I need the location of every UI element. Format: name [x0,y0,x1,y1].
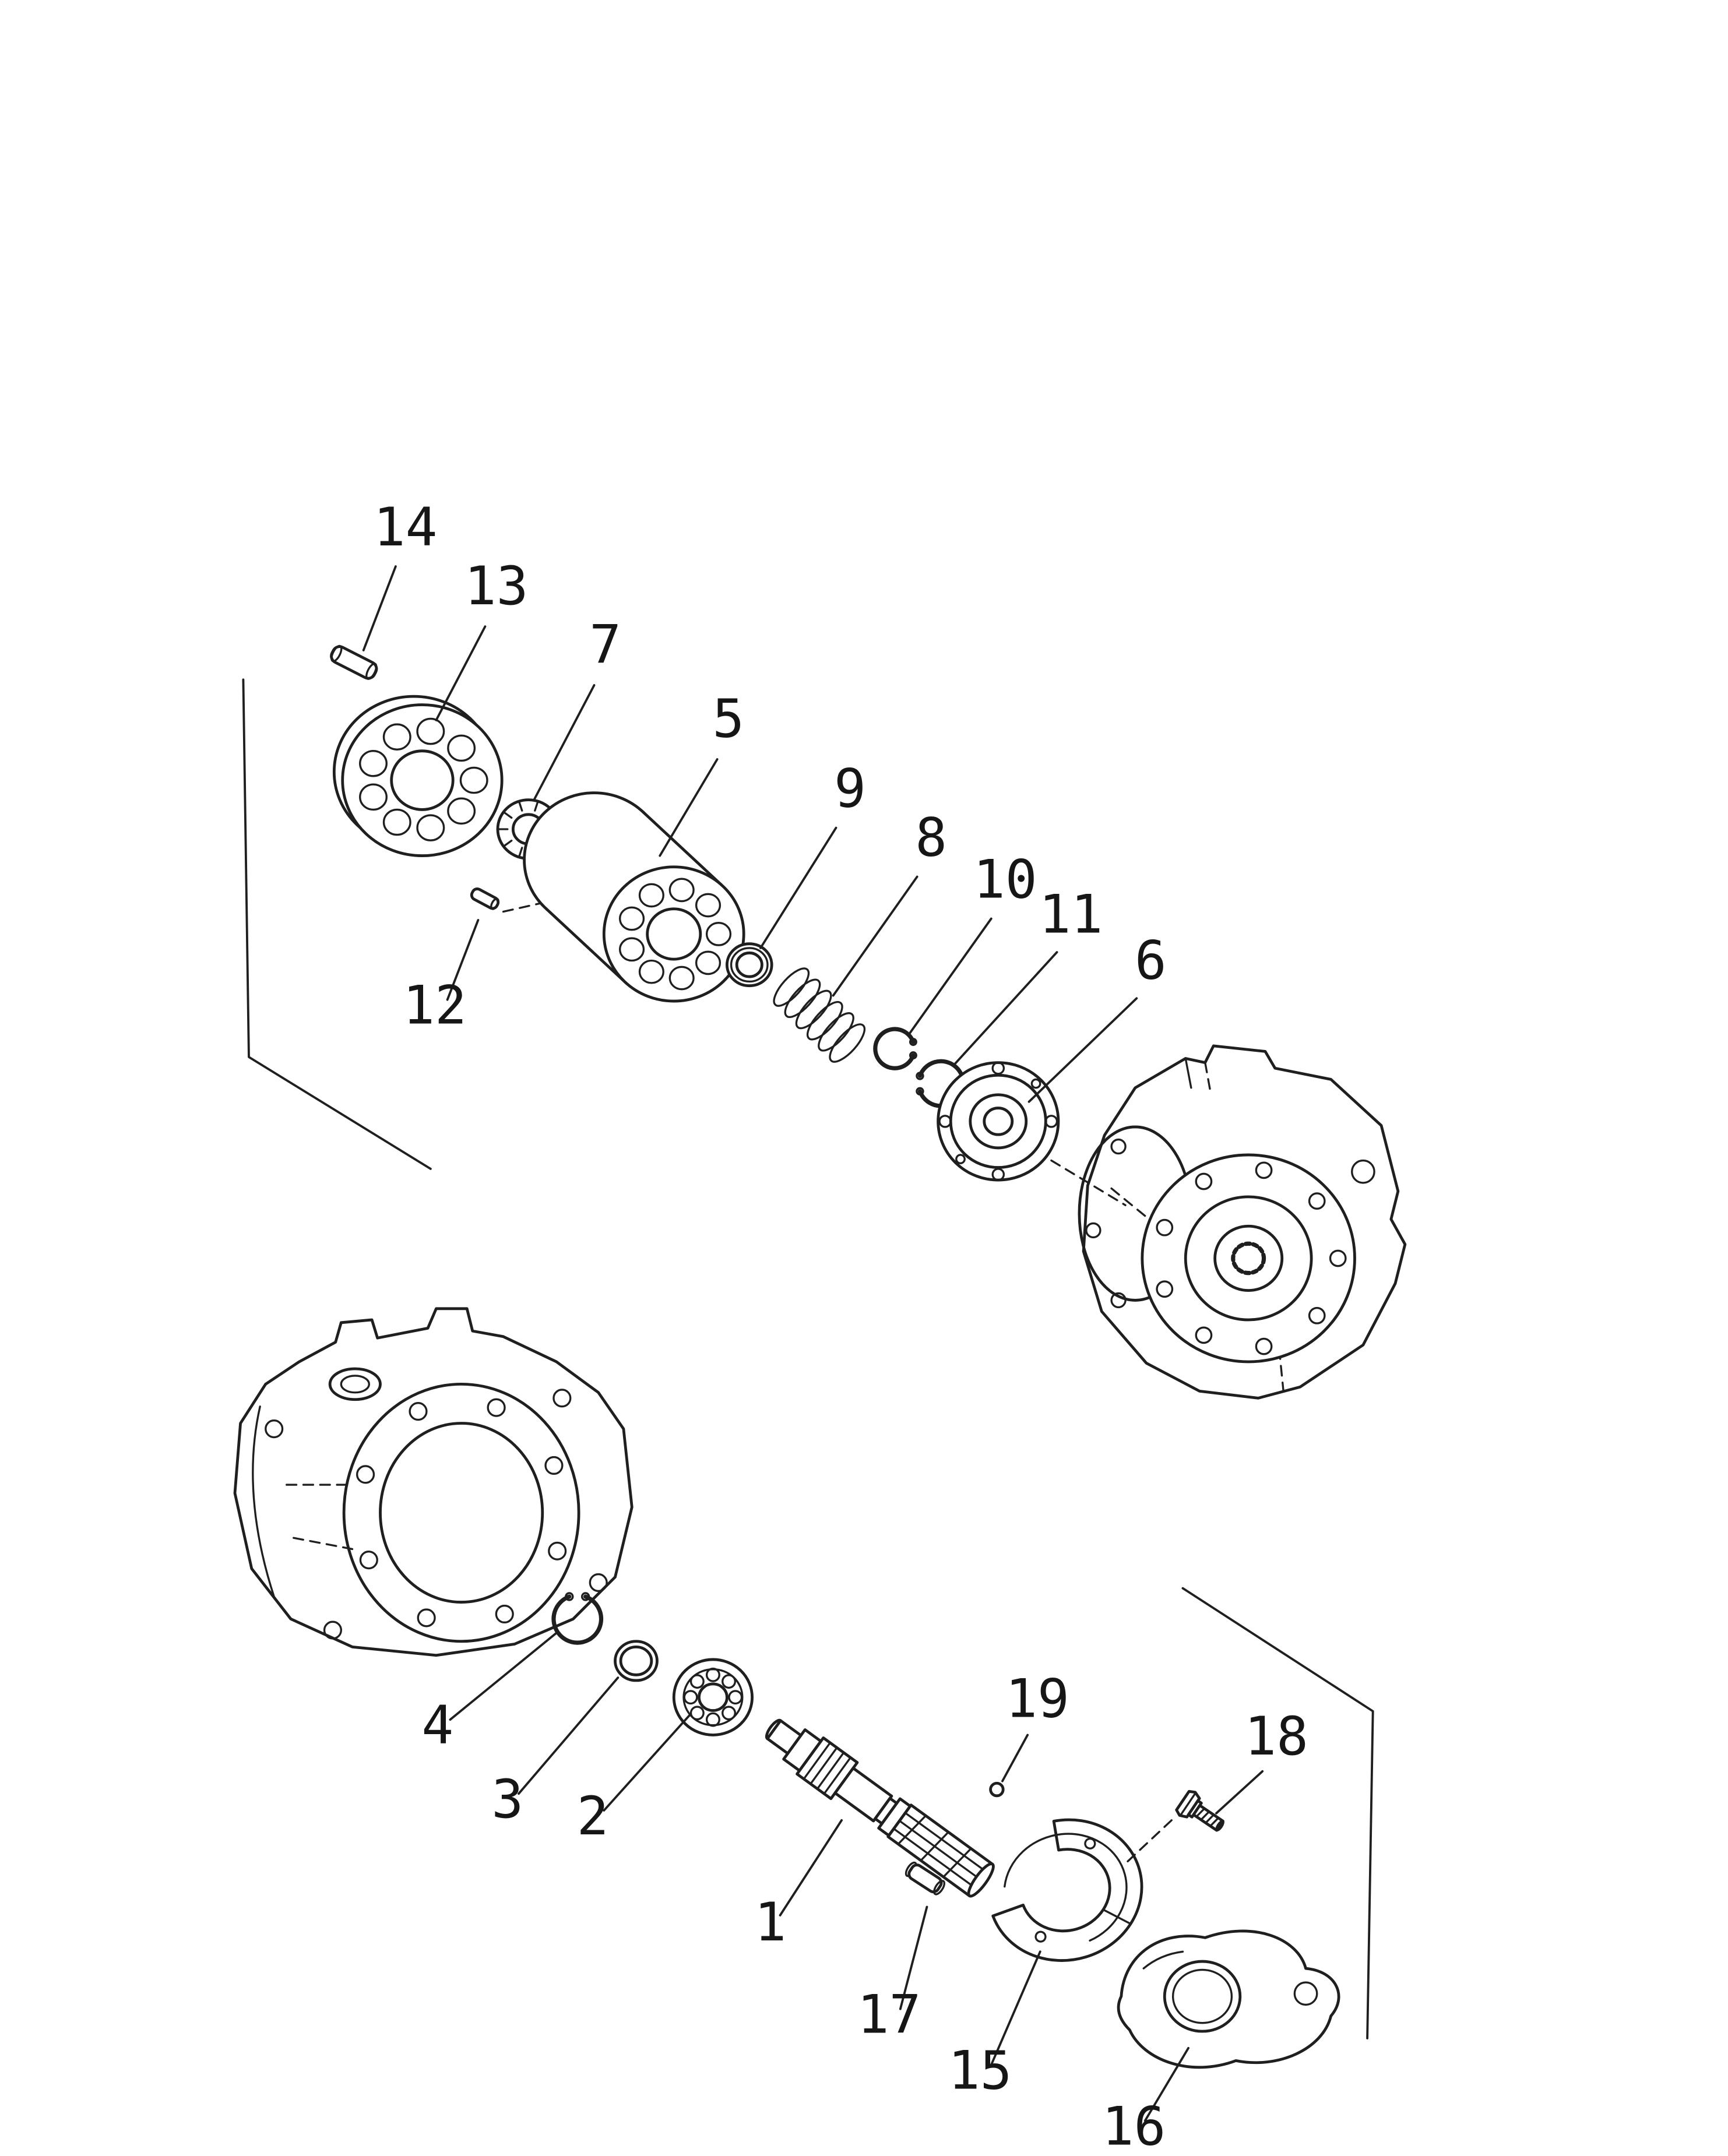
part-17-pin [905,1861,946,1896]
part-4-snap-ring [551,1592,604,1645]
part-10-snap-ring [873,1027,917,1070]
leader-line-8 [832,875,918,997]
leader-line-3 [518,1676,620,1795]
part-16-support [1117,1929,1340,2069]
callout-label-16: 16 [1102,2095,1166,2156]
callout-label-18: 18 [1244,1706,1308,1767]
part-18-bolt [1175,1789,1224,1832]
part-12-pin [470,887,500,910]
leader-line-16 [1143,2046,1189,2122]
part-9-washer [726,942,773,988]
part-5-cylinder-block [523,791,745,1003]
leader-line-6 [1027,997,1138,1103]
part-19-ball [989,1781,1005,1798]
part-rear-pump-body [1078,1044,1407,1400]
callout-label-15: 15 [948,2039,1012,2101]
callout-label-12: 12 [403,974,467,1036]
callout-label-5: 5 [712,688,744,750]
leader-line-12 [446,919,480,1001]
leader-lines [362,565,1264,2122]
callout-label-13: 13 [464,555,529,617]
leader-line-2 [603,1713,692,1812]
callout-labels: 1 2 3 4 5 6 7 8 9 10 11 12 13 14 15 16 1… [374,496,1308,2156]
callout-label-3: 3 [491,1769,523,1830]
part-14-pin [330,644,378,680]
part-3-ring [614,1640,659,1682]
leader-line-17 [899,1905,928,2010]
callout-label-2: 2 [577,1785,609,1847]
callout-label-14: 14 [374,496,438,558]
callout-label-19: 19 [1005,1668,1069,1729]
leader-line-18 [1215,1770,1264,1815]
callout-label-11: 11 [1039,884,1103,946]
boundary-line-top-left [242,678,432,1170]
leader-line-15 [990,1950,1041,2066]
part-13-retainer-plate [332,695,504,857]
callout-label-4: 4 [421,1694,453,1756]
part-15-cradle [991,1818,1143,1962]
callout-label-10: 10 [973,849,1037,911]
leader-line-19 [1001,1734,1029,1782]
leader-line-11 [952,951,1058,1067]
part-2-ball-bearing [672,1658,754,1736]
leader-line-5 [659,758,719,857]
callout-label-6: 6 [1135,930,1167,992]
part-6-valve-plate [937,1061,1060,1182]
callout-label-8: 8 [915,807,947,869]
bolt-18-axis-dash [1125,1819,1173,1863]
assembly-axis-dash-cover [1050,1159,1127,1206]
part-front-case [233,1307,634,1657]
callout-label-17: 17 [857,1984,921,2045]
callout-label-9: 9 [834,758,866,820]
leader-line-1 [779,1819,843,1917]
leader-line-10 [907,917,993,1036]
boundary-line-bottom-right [1181,1587,1374,2039]
callout-label-1: 1 [754,1891,786,1953]
leader-line-14 [362,565,397,651]
leader-line-9 [759,826,837,949]
part-8-spring [773,967,866,1063]
part-1-drive-shaft [765,1718,995,1898]
leader-line-13 [435,625,487,721]
leader-line-4 [449,1632,558,1721]
leader-line-7 [533,684,596,801]
callout-label-7: 7 [589,614,621,676]
